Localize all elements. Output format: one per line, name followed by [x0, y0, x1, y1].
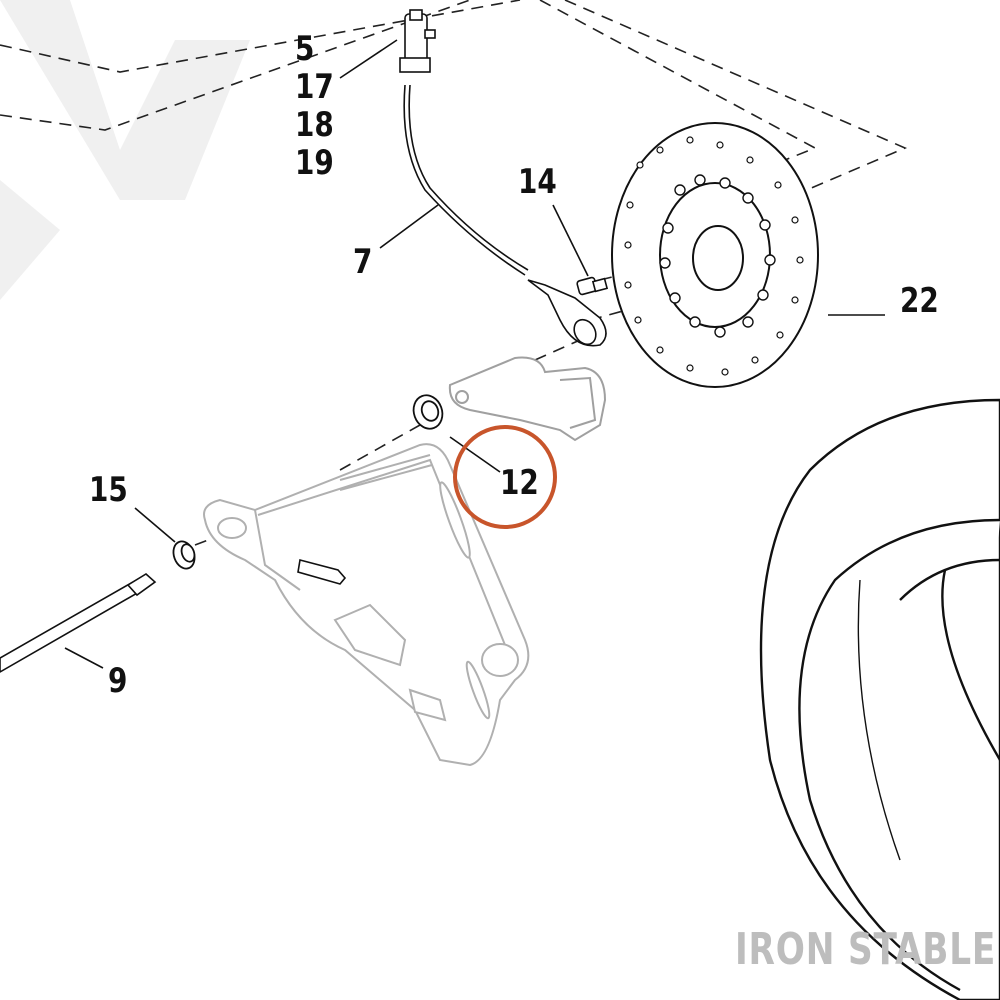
callout-17: 17 — [295, 67, 334, 107]
bushing-part-15 — [172, 540, 196, 570]
callout-12: 12 — [500, 463, 539, 503]
brake-rotor-part-22 — [611, 122, 819, 388]
axle-part-9 — [0, 573, 157, 673]
watermark-text: IRON STABLE — [735, 924, 997, 975]
callout-22: 22 — [900, 281, 939, 321]
background-watermark-shape — [0, 0, 250, 300]
rotor-screw-part-14 — [576, 276, 609, 296]
spacer-part-12 — [412, 394, 444, 430]
leader-lines — [64, 39, 885, 669]
callout-5: 5 — [295, 29, 315, 69]
speed-sensor-cable — [399, 9, 607, 347]
callout-9: 9 — [108, 661, 128, 701]
callout-7: 7 — [353, 242, 373, 282]
swingarm-part — [203, 443, 530, 767]
callout-15: 15 — [89, 470, 128, 510]
highlight-circle — [453, 425, 557, 529]
callout-group-5-17-18-19: 5 17 18 19 — [295, 30, 334, 182]
caliper-bracket — [448, 356, 607, 442]
rear-tire — [759, 398, 1000, 1000]
callout-18: 18 — [295, 105, 334, 145]
callout-14: 14 — [518, 162, 557, 202]
pivot-bolt — [297, 559, 347, 585]
callout-19: 19 — [295, 143, 334, 183]
